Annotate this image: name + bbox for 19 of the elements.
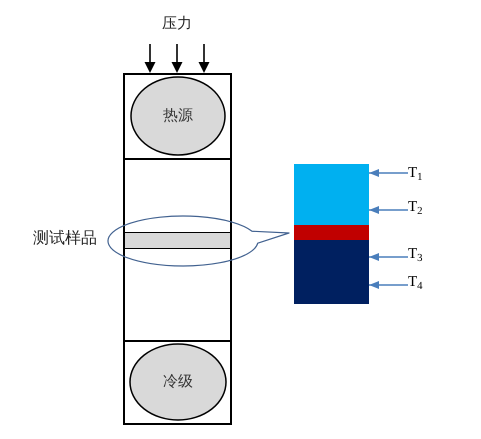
column-frame (123, 73, 232, 425)
ellipse-label: 热源 (163, 108, 193, 124)
leader-arrow (369, 281, 408, 289)
sample-label: 测试样品 (33, 231, 97, 247)
leader-arrow (369, 206, 408, 214)
layer-bar (294, 240, 369, 304)
heat-source-ellipse (130, 76, 226, 156)
layer-bar (294, 225, 369, 240)
temperature-label: T$_{1}$ (408, 166, 423, 181)
cold-sink-ellipse (129, 343, 227, 421)
layer-bar (294, 164, 369, 225)
pressure-label: 压力 (162, 17, 192, 32)
ellipse-label: 冷级 (163, 374, 193, 390)
leader-arrow (369, 253, 408, 261)
sample-bar (125, 232, 230, 249)
temperature-label: T$_{4}$ (408, 275, 423, 290)
temperature-label: T$_{2}$ (408, 200, 423, 215)
temperature-label: T$_{3}$ (408, 247, 423, 262)
leader-arrow (369, 169, 408, 177)
